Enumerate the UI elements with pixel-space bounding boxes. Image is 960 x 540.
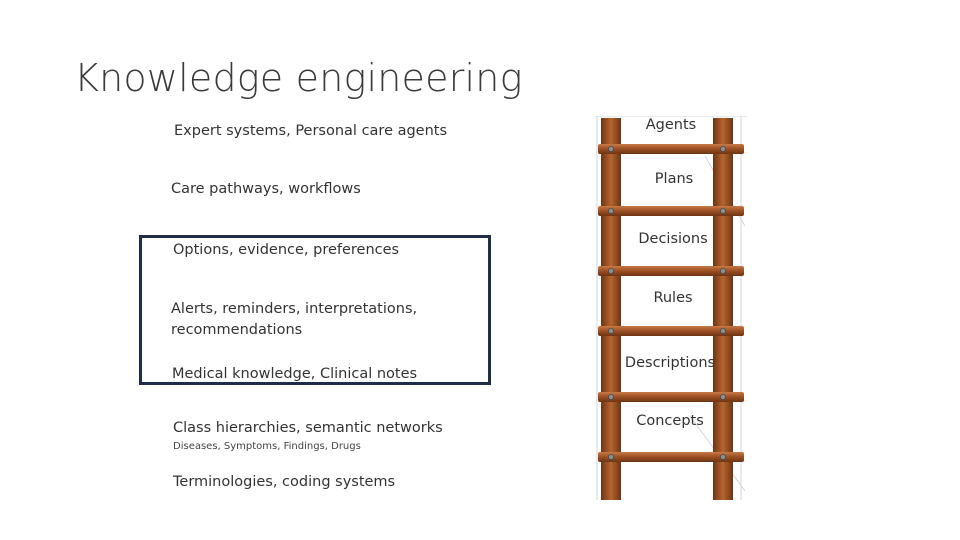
ladder-bolts (607, 145, 727, 460)
ladder-label-decisions: Decisions (638, 231, 708, 247)
label-alerts-line1: Alerts, reminders, interpretations, (171, 301, 418, 317)
ladder-rung-5 (598, 392, 744, 402)
ladder-rungs (598, 144, 744, 462)
ladder-rung-1 (598, 144, 744, 154)
ladder-label-rules: Rules (653, 290, 693, 306)
ladder-label-descriptions: Descriptions (624, 355, 716, 371)
label-class-hierarchies: Class hierarchies, semantic networks (173, 420, 443, 436)
highlight-box (139, 235, 491, 385)
label-terminologies: Terminologies, coding systems (173, 474, 396, 490)
ladder-left-rail (601, 118, 621, 500)
ladder-image (595, 116, 747, 500)
ladder-label-agents: Agents (645, 117, 697, 133)
label-diseases-symptoms: Diseases, Symptoms, Findings, Drugs (173, 441, 361, 452)
ladder-label-concepts: Concepts (636, 413, 704, 429)
ladder-rung-6 (598, 452, 744, 462)
label-medical-knowledge: Medical knowledge, Clinical notes (172, 366, 418, 382)
label-options-evidence: Options, evidence, preferences (173, 242, 400, 258)
ladder-label-plans: Plans (654, 171, 694, 187)
slide-title: Knowledge engineering (74, 56, 523, 100)
ladder-rung-3 (598, 266, 744, 276)
label-expert-systems: Expert systems, Personal care agents (174, 123, 448, 139)
ladder-rung-2 (598, 206, 744, 216)
ladder-right-rail (713, 118, 733, 500)
ladder-rung-4 (598, 326, 744, 336)
label-alerts-line2: recommendations (171, 322, 303, 338)
label-care-pathways: Care pathways, workflows (171, 181, 361, 197)
